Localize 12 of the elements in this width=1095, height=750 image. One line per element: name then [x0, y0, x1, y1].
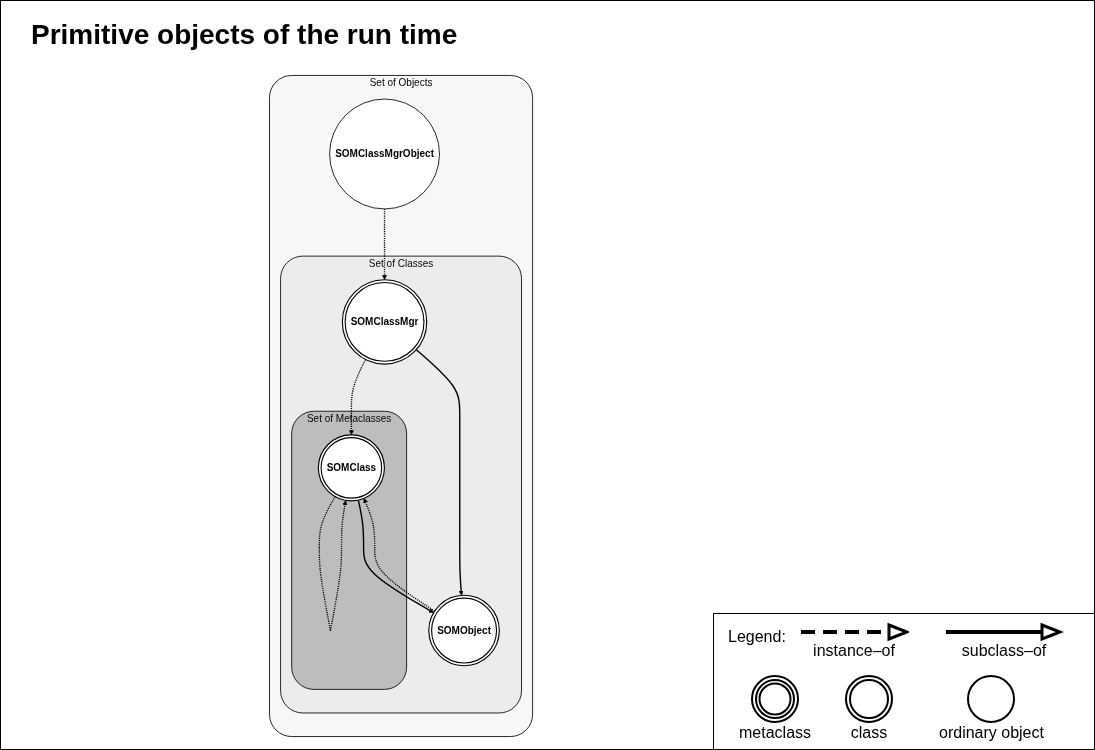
legend-label: instance–of	[813, 642, 895, 659]
node-circle: SOMClassMgrObject	[329, 98, 440, 210]
diagram-title: Primitive objects of the run time	[31, 19, 458, 51]
arrow	[348, 358, 367, 436]
legend-label: class	[850, 724, 888, 741]
legend-label: ordinary object	[939, 724, 1044, 741]
arrow	[318, 495, 348, 632]
arrow	[415, 348, 464, 596]
arrow	[382, 208, 387, 280]
legend-heading: Legend:	[728, 628, 786, 646]
legend-label: metaclass	[739, 724, 812, 741]
legend-label: subclass–of	[961, 642, 1047, 659]
